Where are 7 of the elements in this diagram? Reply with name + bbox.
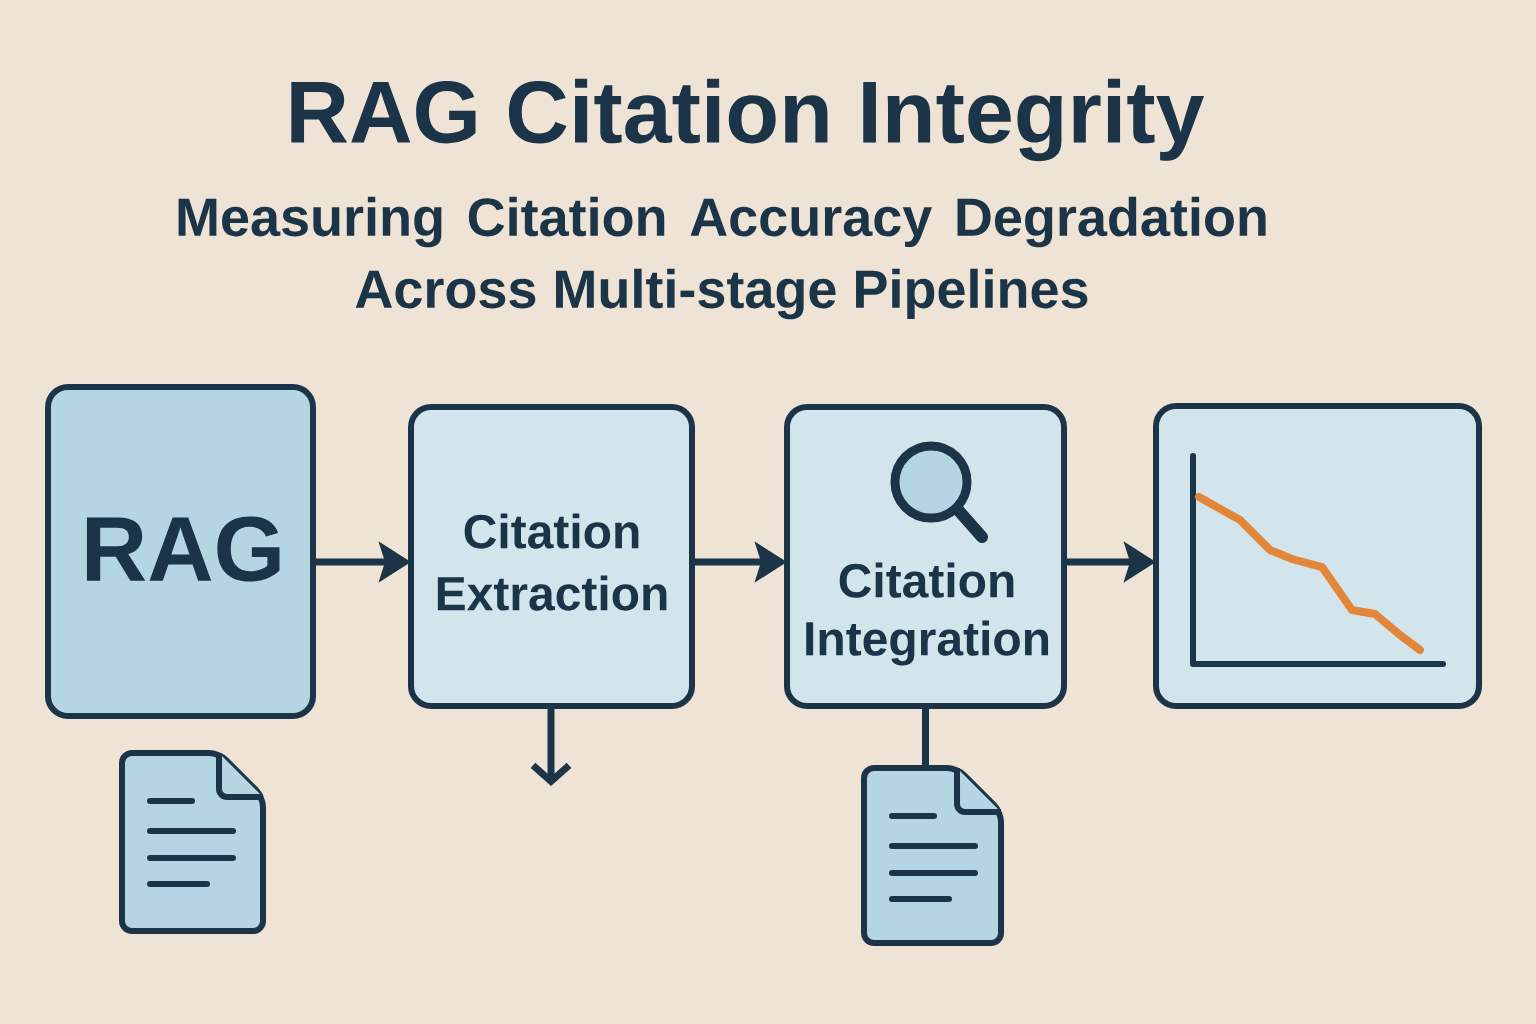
document-icon (119, 750, 266, 934)
process-box: Citation Extraction (408, 404, 695, 709)
title: RAG Citation Integrity (291, 78, 1205, 162)
document-icon (861, 765, 1004, 946)
subtitle: Measuring Citation Accuracy Degradation Across Multi-stage Pipelines (178, 196, 1266, 320)
process-box: RAG (45, 384, 316, 719)
process-box: Citation Integration (784, 404, 1067, 709)
